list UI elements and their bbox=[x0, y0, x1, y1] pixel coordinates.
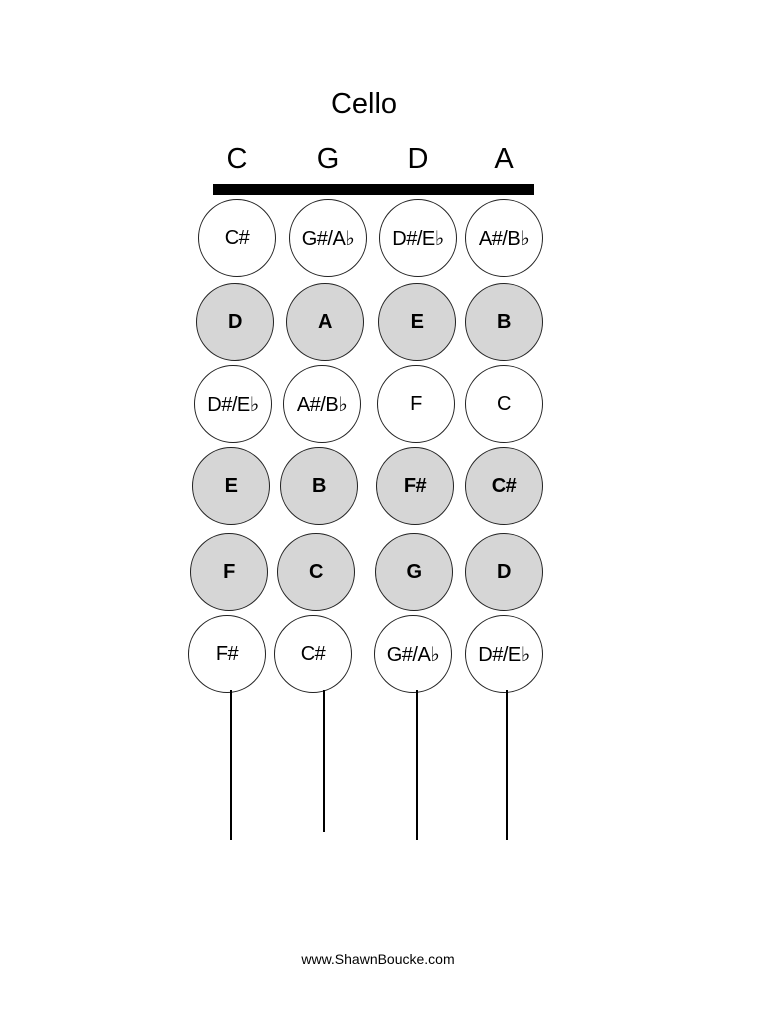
nut-bar bbox=[213, 184, 534, 195]
note-circle-string-d-position-6: G#/A♭ bbox=[374, 615, 452, 693]
note-circle-string-d-position-1: D#/E♭ bbox=[379, 199, 457, 277]
string-line-c bbox=[230, 690, 232, 840]
note-circle-string-c-position-6: F# bbox=[188, 615, 266, 693]
note-circle-string-a-position-2: B bbox=[465, 283, 543, 361]
note-circle-string-g-position-3: A#/B♭ bbox=[283, 365, 361, 443]
note-circle-string-c-position-3: D#/E♭ bbox=[194, 365, 272, 443]
note-circle-string-a-position-1: A#/B♭ bbox=[465, 199, 543, 277]
note-circle-string-d-position-2: E bbox=[378, 283, 456, 361]
note-circle-string-g-position-2: A bbox=[286, 283, 364, 361]
string-line-d bbox=[416, 690, 418, 840]
note-circle-string-g-position-5: C bbox=[277, 533, 355, 611]
note-circle-string-a-position-3: C bbox=[465, 365, 543, 443]
note-circle-string-c-position-2: D bbox=[196, 283, 274, 361]
note-circle-string-c-position-5: F bbox=[190, 533, 268, 611]
note-circle-string-c-position-1: C# bbox=[198, 199, 276, 277]
string-line-a bbox=[506, 690, 508, 840]
note-circle-string-g-position-6: C# bbox=[274, 615, 352, 693]
note-circle-string-d-position-5: G bbox=[375, 533, 453, 611]
note-circle-string-g-position-4: B bbox=[280, 447, 358, 525]
website-footer: www.ShawnBoucke.com bbox=[301, 951, 455, 967]
string-line-g bbox=[323, 690, 325, 832]
string-label-d: D bbox=[407, 143, 429, 175]
note-circle-string-a-position-4: C# bbox=[465, 447, 543, 525]
string-label-c: C bbox=[226, 143, 248, 175]
note-circle-string-a-position-6: D#/E♭ bbox=[465, 615, 543, 693]
note-circle-string-d-position-3: F bbox=[377, 365, 455, 443]
note-circle-string-c-position-4: E bbox=[192, 447, 270, 525]
diagram-title: Cello bbox=[330, 88, 398, 120]
string-label-a: A bbox=[494, 143, 514, 175]
note-circle-string-a-position-5: D bbox=[465, 533, 543, 611]
note-circle-string-g-position-1: G#/A♭ bbox=[289, 199, 367, 277]
string-label-g: G bbox=[316, 143, 340, 175]
note-circle-string-d-position-4: F# bbox=[376, 447, 454, 525]
